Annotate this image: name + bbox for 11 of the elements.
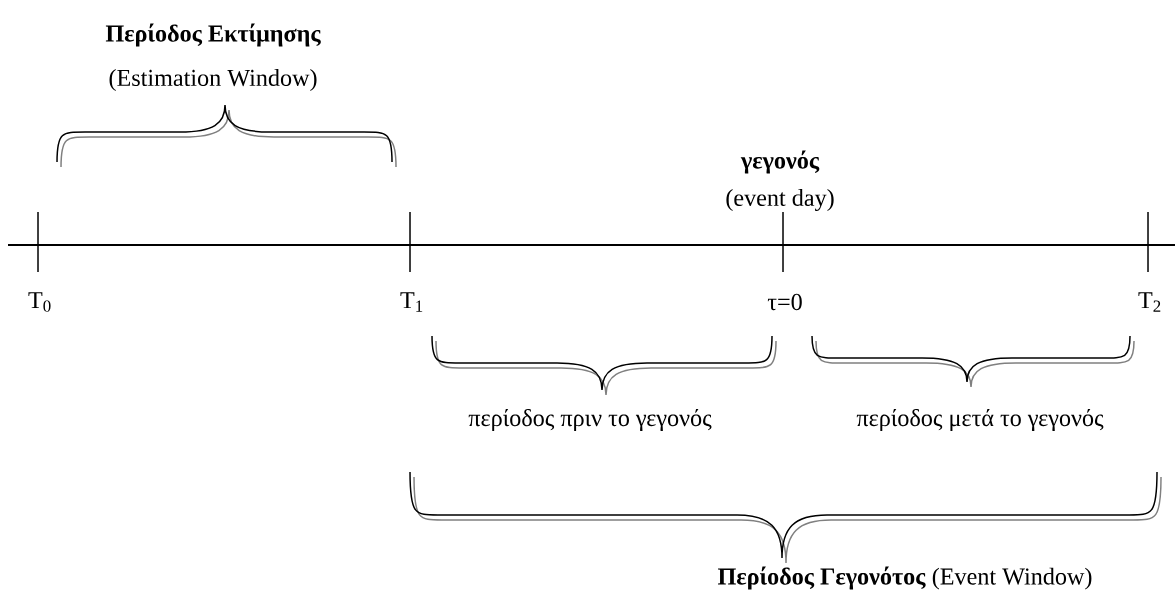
label-text: T$_{0}$: [28, 292, 51, 312]
label-text: περίοδος πριν το γεγονός: [468, 408, 712, 432]
label-text: Περίοδος Γεγονότος (Event Window): [718, 566, 1092, 590]
label-text: Περίοδος Εκτίμησης: [105, 23, 321, 47]
label-text: T$_{2}$: [1138, 292, 1161, 312]
label-text: γεγονός: [740, 150, 820, 174]
label-text: τ=0: [767, 293, 802, 311]
label-text: περίοδος μετά το γεγονός: [856, 408, 1104, 432]
label-text: T$_{1}$: [400, 292, 423, 312]
label-text: (Estimation Window): [109, 69, 317, 91]
label-text: (event day): [726, 189, 834, 211]
